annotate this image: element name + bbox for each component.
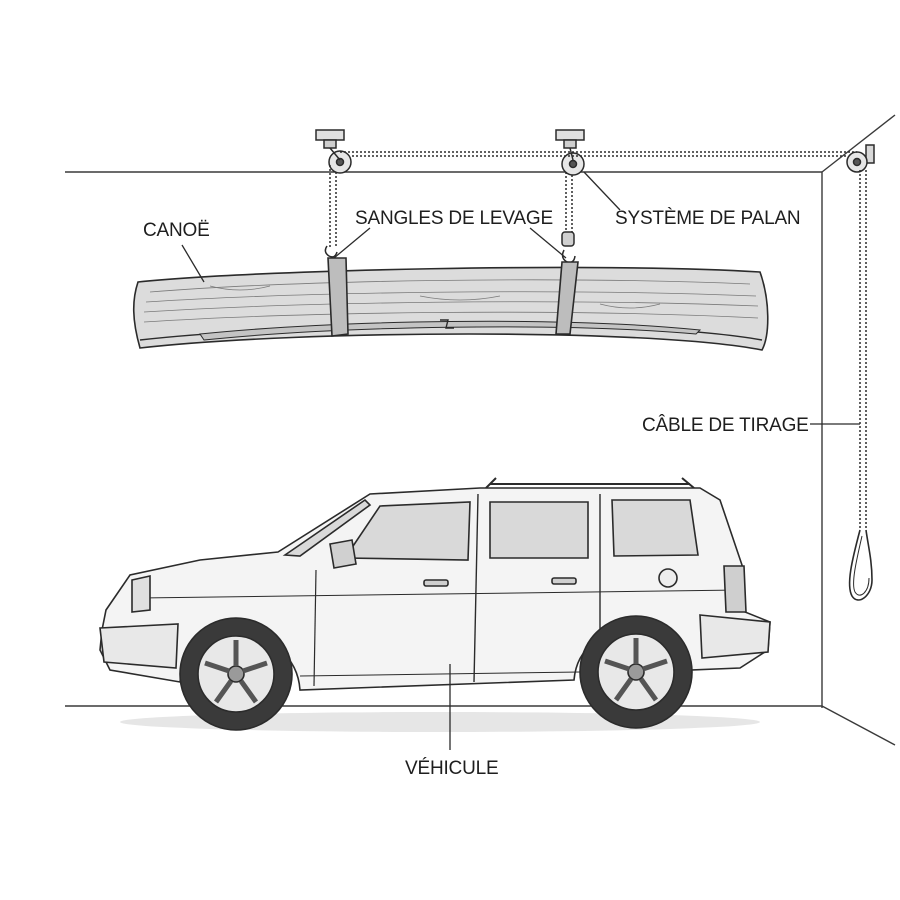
rear-door-handle <box>552 578 576 584</box>
side-mirror <box>330 540 356 568</box>
label-lifting-straps: SANGLES DE LEVAGE <box>355 208 553 229</box>
vehicle <box>100 478 770 732</box>
label-canoe: CANOË <box>143 220 210 241</box>
rear-door-window <box>490 502 588 558</box>
front-door-handle <box>424 580 448 586</box>
leader-straps-left <box>334 228 370 258</box>
roof-rack <box>486 478 694 488</box>
ceiling-mount-left <box>316 130 344 148</box>
canoe <box>134 258 768 350</box>
lifting-strap-left <box>328 258 348 336</box>
leader-straps-right <box>530 228 566 258</box>
leader-hoist <box>584 172 620 210</box>
front-bumper <box>100 624 178 668</box>
label-hoist-system: SYSTÈME DE PALAN <box>615 208 800 229</box>
rear-quarter-window <box>612 500 698 556</box>
ceiling-mount-right <box>556 130 584 148</box>
front-wheel <box>180 618 292 730</box>
rear-wheel <box>580 616 692 728</box>
tail-light <box>724 566 746 612</box>
fuel-cap <box>659 569 677 587</box>
rear-bumper <box>700 615 770 658</box>
label-pull-cable: CÂBLE DE TIRAGE <box>642 414 809 436</box>
clip-right <box>562 232 574 246</box>
headlight <box>132 576 150 612</box>
leader-canoe <box>182 245 204 282</box>
label-vehicle: VÉHICULE <box>405 758 498 779</box>
hook-left <box>325 246 337 257</box>
floor-corner-diagonal <box>822 706 895 745</box>
